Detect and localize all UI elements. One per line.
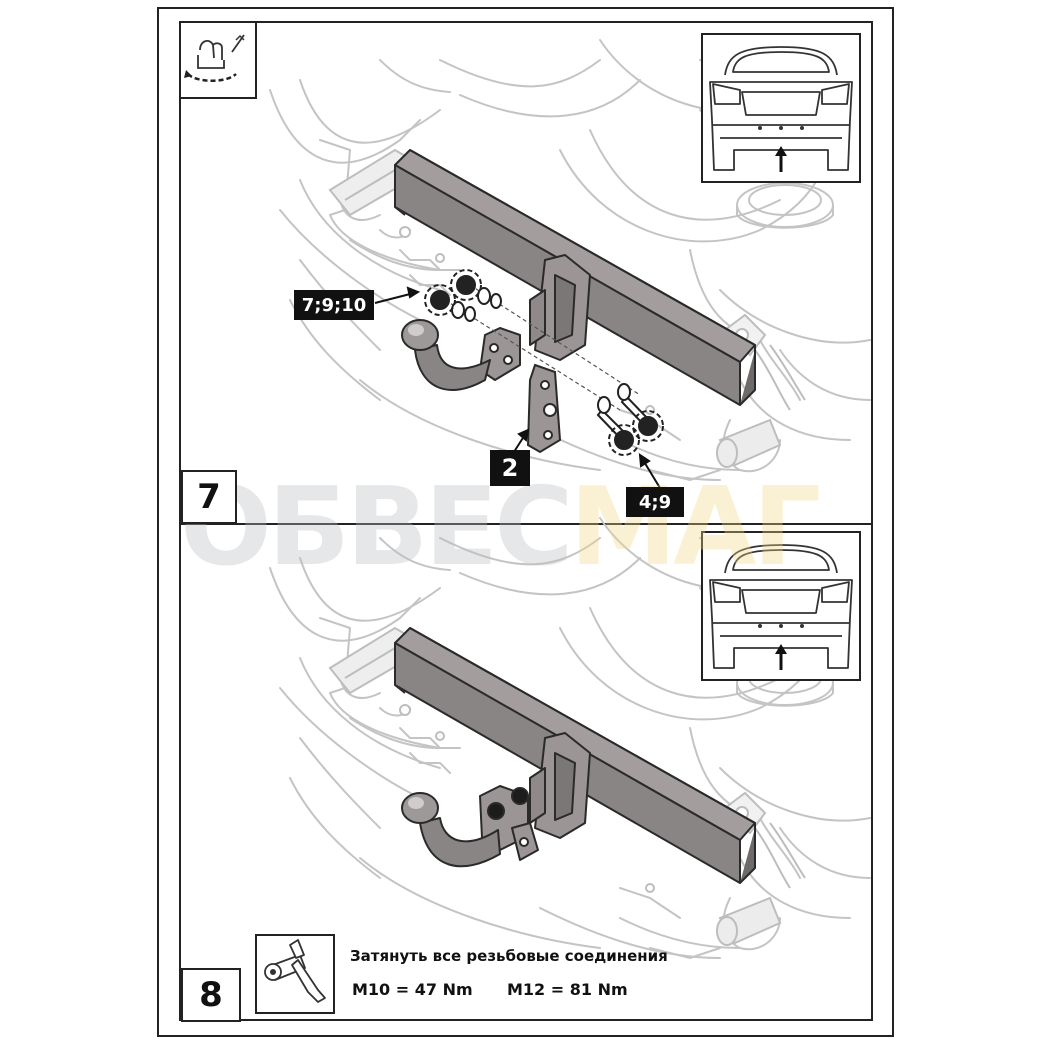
step-number-8: 8 (181, 968, 241, 1022)
rotation-arrow-icon (608, 410, 664, 456)
step-number-7: 7 (181, 470, 237, 524)
callout-nuts-washers: 7;9;10 (294, 290, 374, 320)
ratchet-wrench-icon (255, 934, 335, 1014)
torque-m10: M10 = 47 Nm (352, 980, 473, 999)
callout-bolts: 4;9 (626, 487, 684, 517)
hand-tighten-icon (179, 21, 257, 99)
panel-bottom-illustration (269, 517, 871, 959)
up-arrow-icon (775, 146, 787, 172)
callout-reinforcement-plate: 2 (490, 450, 530, 486)
up-arrow-icon (775, 644, 787, 670)
car-rear-view-icon (701, 531, 861, 681)
instruction-text: Затянуть все резьбовые соединения (350, 947, 668, 965)
panel-bottom-border (179, 523, 873, 1021)
panel-top-illustration (269, 39, 871, 489)
torque-m12: M12 = 81 Nm (507, 980, 628, 999)
rotation-arrow-icon (424, 269, 482, 316)
car-rear-view-icon (701, 33, 861, 183)
